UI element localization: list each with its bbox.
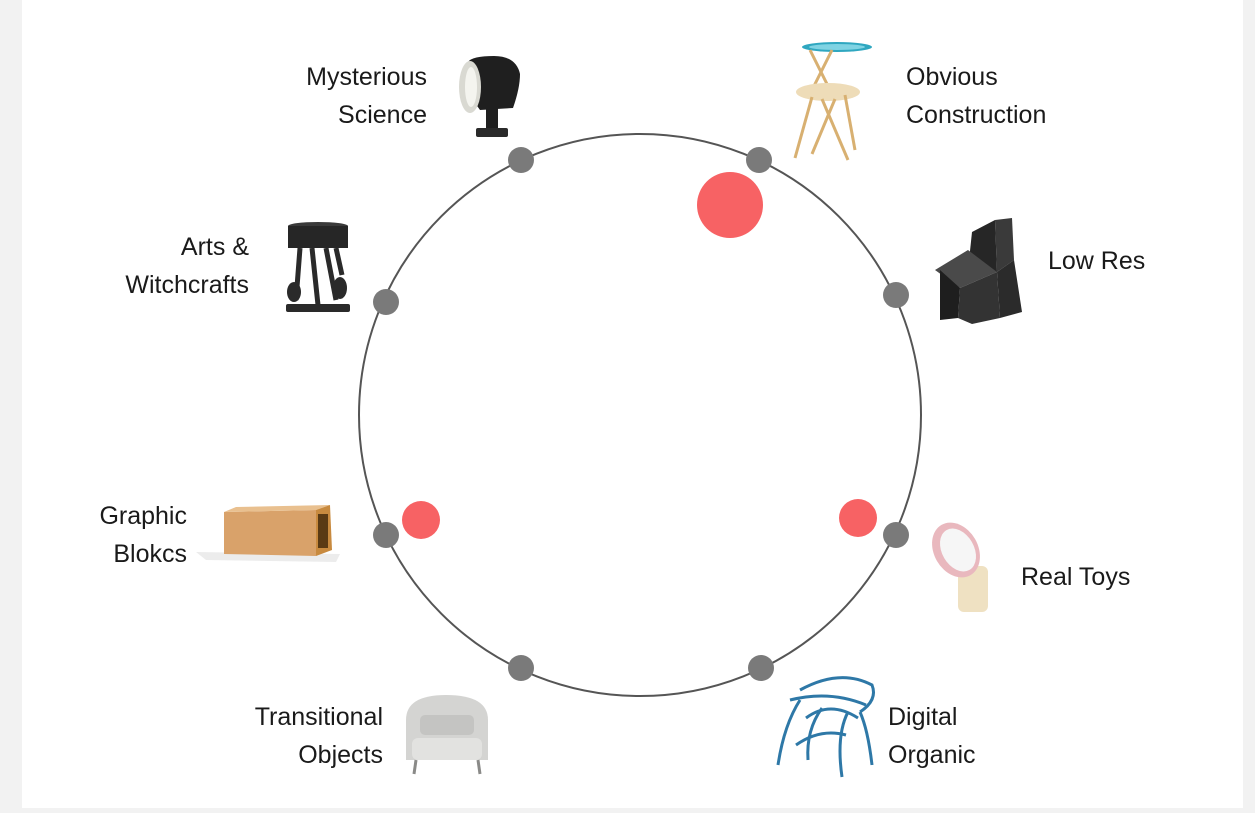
node-transitional-objects — [508, 655, 534, 681]
category-ring — [358, 133, 922, 697]
node-arts-witchcrafts — [373, 289, 399, 315]
label-obvious-construction: Obvious Construction — [906, 63, 1047, 129]
lamp-icon — [459, 56, 520, 137]
mirror-lamp-icon — [932, 522, 988, 612]
label-arts-witchcrafts: Arts & Witchcrafts — [125, 233, 249, 299]
highlight-dot-obvious-construction — [697, 172, 763, 238]
label-graphic-blokcs: Graphic Blokcs — [99, 502, 187, 568]
side-table-icon — [793, 42, 872, 161]
figurine-lamp-icon — [286, 222, 350, 312]
node-digital-organic — [748, 655, 774, 681]
node-low-res — [883, 282, 909, 308]
label-digital-organic: Digital Organic — [888, 703, 976, 769]
node-real-toys — [883, 522, 909, 548]
node-obvious-construction — [746, 147, 772, 173]
node-mysterious-science — [508, 147, 534, 173]
label-low-res: Low Res — [1048, 247, 1146, 275]
organic-chair-icon — [776, 676, 875, 778]
faceted-chair-icon — [935, 218, 1022, 324]
armchair-icon — [406, 695, 488, 775]
wooden-block-icon — [196, 505, 340, 562]
node-graphic-blokcs — [373, 522, 399, 548]
label-mysterious-science: Mysterious Science — [306, 63, 427, 129]
label-real-toys: Real Toys — [1021, 563, 1131, 591]
label-transitional-objects: Transitional Objects — [254, 703, 383, 769]
highlight-dot-graphic-blokcs — [402, 501, 440, 539]
highlight-dot-real-toys — [839, 499, 877, 537]
